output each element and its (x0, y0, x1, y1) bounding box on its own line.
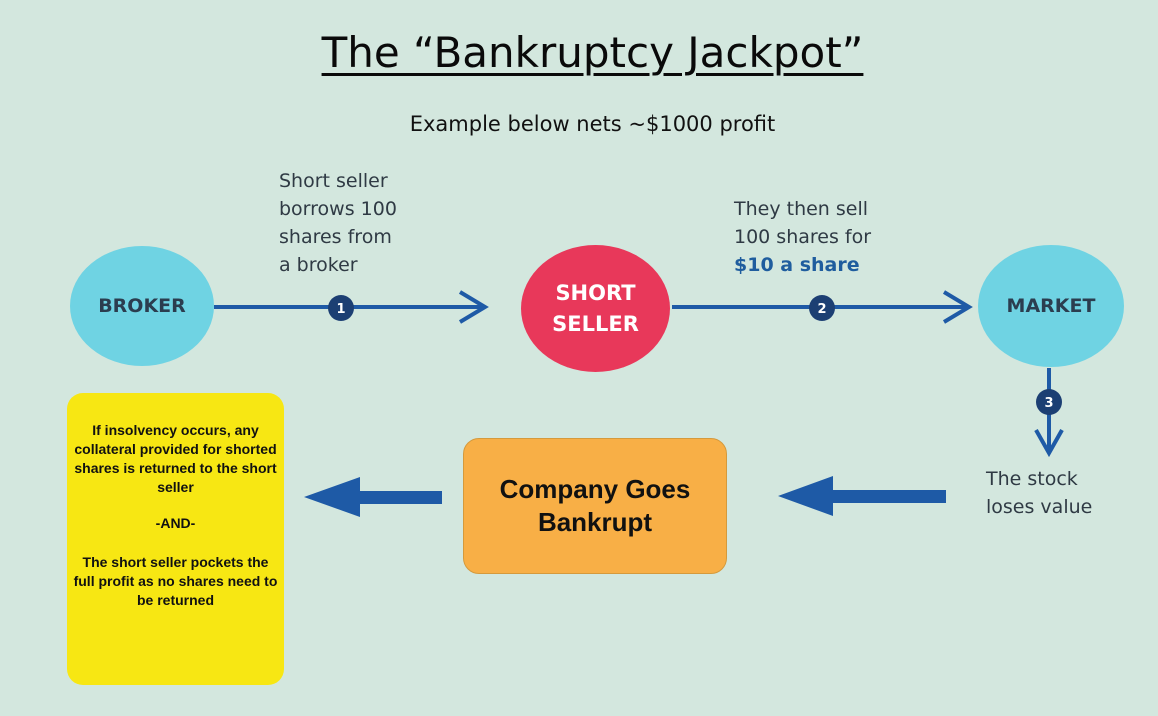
step-number-2: 2 (817, 302, 826, 317)
outcome-and-text: -AND- (155, 515, 196, 531)
step-3-description: The stock loses value (986, 468, 1093, 518)
step-1-description: Short seller borrows 100 shares from a b… (279, 170, 397, 276)
step-number-1: 1 (336, 302, 345, 317)
step-badge-2: 2 (809, 295, 835, 321)
market-node: MARKET (978, 245, 1124, 367)
arrow-to-outcome-box (304, 477, 442, 517)
short-seller-node: SHORT SELLER (521, 245, 670, 372)
step-number-3: 3 (1044, 396, 1053, 411)
step-badge-3: 3 (1036, 389, 1062, 415)
page-subtitle: Example below nets ~$1000 profit (409, 112, 776, 136)
outcome-profit-text: The short seller pockets the full profit… (73, 554, 278, 608)
outcome-collateral-text: If insolvency occurs, any collateral pro… (74, 422, 277, 495)
broker-node: BROKER (70, 246, 214, 366)
company-bankrupt-box: Company Goes Bankrupt (463, 438, 727, 574)
step-2-price: $10 a share (734, 254, 860, 276)
step-2-text: They then sell 100 shares for (734, 198, 872, 248)
step-badge-1: 1 (328, 295, 354, 321)
page-title: The “Bankruptcy Jackpot” (321, 28, 864, 77)
arrow-to-company-box (778, 476, 946, 516)
outcome-box: If insolvency occurs, any collateral pro… (67, 393, 284, 685)
step-2-description: They then sell 100 shares for $10 a shar… (734, 195, 871, 279)
